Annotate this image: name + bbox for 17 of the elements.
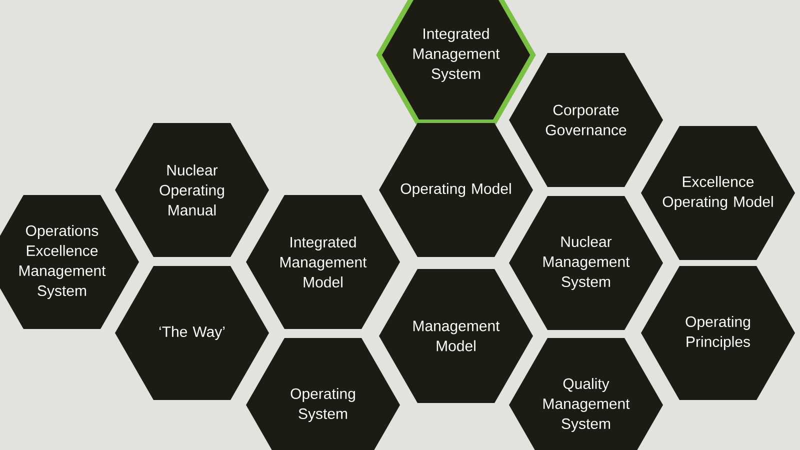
node-label: Operations Excellence Management System	[19, 225, 106, 299]
hexagon: ‘The Way’	[115, 266, 269, 400]
node-label: Management Model	[413, 320, 500, 352]
hexagon: Management Model	[379, 269, 533, 403]
hexagon: Nuclear Management System	[509, 196, 663, 330]
node-label: Nuclear Management System	[543, 236, 630, 290]
node-label: Operating Model	[400, 183, 511, 197]
hexagon: Nuclear Operating Manual	[115, 123, 269, 257]
hexagon: Quality Management System	[509, 338, 663, 450]
hexagon: Corporate Governance	[509, 53, 663, 187]
hexagon: Operations Excellence Management System	[0, 195, 139, 329]
hexagon: Integrated Management Model	[246, 195, 400, 329]
node-label: Corporate Governance	[546, 104, 626, 136]
hexagon: Operating Principles	[641, 266, 795, 400]
hexagon: Operating Model	[379, 123, 533, 257]
hexagon: Operating System	[246, 338, 400, 450]
hexagon: Excellence Operating Model	[641, 126, 795, 260]
